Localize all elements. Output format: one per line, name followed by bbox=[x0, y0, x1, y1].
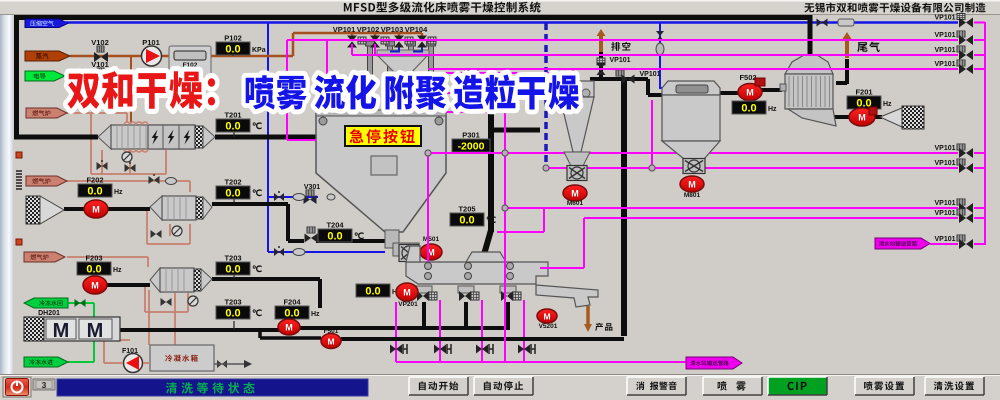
svg-text:M: M bbox=[571, 189, 579, 199]
svg-text:VP101: VP101 bbox=[934, 145, 955, 152]
svg-text:T203: T203 bbox=[224, 254, 241, 263]
svg-text:VP104: VP104 bbox=[405, 25, 428, 34]
svg-text:-2000: -2000 bbox=[458, 140, 485, 152]
svg-text:F204: F204 bbox=[283, 298, 301, 307]
svg-text:F203: F203 bbox=[85, 254, 102, 263]
svg-text:Hz: Hz bbox=[114, 189, 123, 196]
svg-text:VP101: VP101 bbox=[934, 61, 955, 68]
svg-text:F102: F102 bbox=[183, 62, 198, 69]
svg-text:VP101: VP101 bbox=[333, 25, 356, 34]
svg-text:M801: M801 bbox=[684, 192, 701, 199]
svg-text:F202: F202 bbox=[86, 176, 103, 185]
svg-text:0.0: 0.0 bbox=[741, 102, 756, 114]
svg-text:T202: T202 bbox=[224, 178, 241, 187]
svg-text:VP102: VP102 bbox=[357, 25, 380, 34]
svg-text:0.0: 0.0 bbox=[284, 307, 299, 319]
svg-text:V301: V301 bbox=[304, 184, 320, 191]
svg-text:℃: ℃ bbox=[486, 215, 496, 225]
svg-text:M501: M501 bbox=[423, 236, 440, 243]
svg-text:V5201: V5201 bbox=[539, 323, 558, 330]
svg-text:M: M bbox=[858, 113, 866, 123]
svg-text:0.0: 0.0 bbox=[327, 230, 342, 242]
svg-text:VP101: VP101 bbox=[934, 200, 955, 207]
svg-text:M: M bbox=[543, 312, 550, 322]
svg-text:M: M bbox=[285, 323, 293, 333]
svg-text:P101: P101 bbox=[142, 38, 160, 47]
svg-text:T203: T203 bbox=[224, 298, 241, 307]
svg-text:VP101: VP101 bbox=[934, 210, 955, 217]
svg-text:M: M bbox=[91, 281, 99, 291]
svg-text:0.0: 0.0 bbox=[225, 120, 240, 132]
svg-text:T205: T205 bbox=[458, 205, 475, 214]
svg-text:VP101: VP101 bbox=[934, 47, 955, 54]
svg-text:VP103: VP103 bbox=[381, 25, 404, 34]
svg-text:Hz: Hz bbox=[768, 106, 777, 113]
svg-text:KPa: KPa bbox=[252, 47, 266, 54]
svg-text:DH201: DH201 bbox=[38, 310, 60, 317]
svg-text:M: M bbox=[427, 248, 435, 258]
svg-text:0.0: 0.0 bbox=[856, 97, 871, 109]
svg-text:F101: F101 bbox=[122, 348, 138, 355]
svg-text:M601: M601 bbox=[567, 200, 584, 207]
svg-text:0.0: 0.0 bbox=[225, 307, 240, 319]
svg-text:M: M bbox=[92, 205, 100, 215]
svg-text:M: M bbox=[53, 320, 70, 342]
svg-text:0.0: 0.0 bbox=[86, 263, 101, 275]
svg-text:0.0: 0.0 bbox=[365, 285, 380, 297]
svg-text:VP101: VP101 bbox=[934, 15, 955, 22]
svg-text:T204: T204 bbox=[326, 221, 344, 230]
svg-text:M: M bbox=[87, 320, 104, 342]
svg-text:0.0: 0.0 bbox=[459, 214, 474, 226]
svg-text:M: M bbox=[746, 88, 754, 98]
svg-text:F501: F501 bbox=[324, 328, 339, 335]
svg-text:T201: T201 bbox=[224, 111, 241, 120]
svg-text:M: M bbox=[403, 288, 411, 298]
svg-text:℃: ℃ bbox=[354, 231, 364, 241]
svg-text:VP101: VP101 bbox=[609, 57, 630, 64]
svg-text:0.0: 0.0 bbox=[87, 185, 102, 197]
svg-text:Hz: Hz bbox=[311, 311, 320, 318]
svg-text:M: M bbox=[688, 180, 696, 190]
svg-text:Hz: Hz bbox=[883, 101, 892, 108]
svg-text:F502: F502 bbox=[739, 73, 756, 82]
svg-text:℃: ℃ bbox=[252, 308, 262, 318]
svg-text:0.0: 0.0 bbox=[225, 187, 240, 199]
svg-text:VP201: VP201 bbox=[398, 301, 418, 308]
svg-text:℃: ℃ bbox=[252, 264, 262, 274]
svg-text:Hz: Hz bbox=[113, 267, 122, 274]
svg-text:VP101: VP101 bbox=[934, 160, 955, 167]
svg-text:P301: P301 bbox=[462, 131, 480, 140]
svg-text:3: 3 bbox=[42, 380, 47, 390]
svg-text:℃: ℃ bbox=[252, 121, 262, 131]
svg-text:VP101: VP101 bbox=[639, 71, 660, 78]
svg-text:V101: V101 bbox=[91, 60, 109, 69]
svg-text:V102: V102 bbox=[91, 38, 109, 47]
svg-text:F201: F201 bbox=[855, 88, 872, 97]
svg-text:P102: P102 bbox=[224, 34, 242, 43]
svg-text:M: M bbox=[327, 337, 334, 347]
svg-text:VP101: VP101 bbox=[934, 236, 955, 243]
svg-text:VP101: VP101 bbox=[934, 32, 955, 39]
svg-text:℃: ℃ bbox=[252, 188, 262, 198]
svg-text:0.0: 0.0 bbox=[225, 263, 240, 275]
svg-text:0.0: 0.0 bbox=[225, 43, 240, 55]
